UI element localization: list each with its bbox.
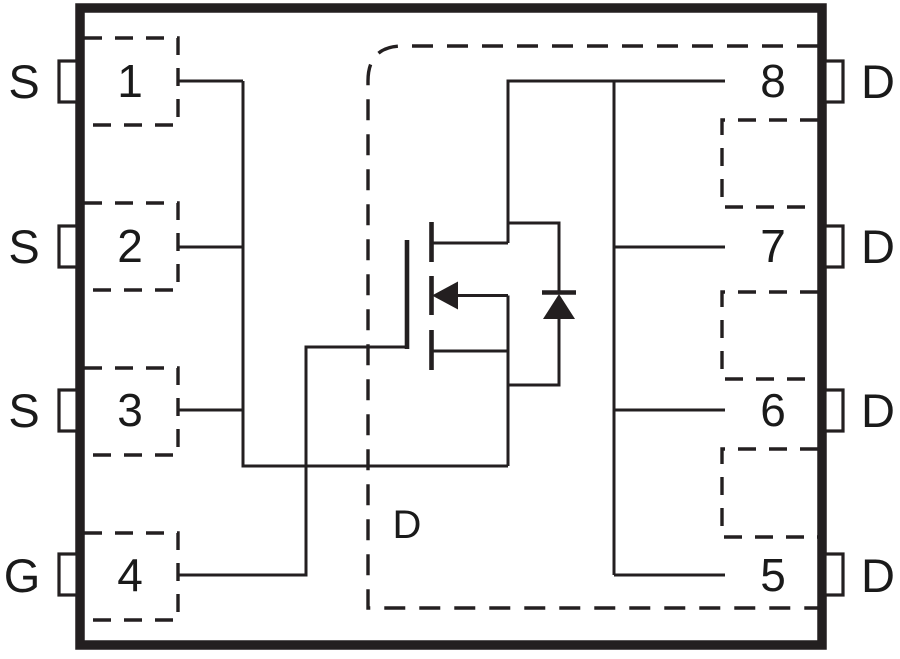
- package-outline: [75, 3, 827, 650]
- source-wires: [178, 79, 508, 468]
- diode-anode-wire: [508, 319, 561, 387]
- pin-5-tab: [823, 552, 845, 597]
- pin-8-terminal-label: D: [861, 55, 895, 108]
- pin-8-number: 8: [760, 55, 786, 107]
- gate-wire: [178, 345, 405, 577]
- drain-region-label: D: [393, 503, 422, 547]
- pin-2-tab: [57, 224, 79, 269]
- right-pin-numbers: 8 7 6 5: [760, 55, 786, 601]
- left-terminal-labels: S S S G: [4, 55, 41, 602]
- drain-wires: [506, 79, 725, 577]
- left-pin-pads: [84, 36, 180, 622]
- right-pad-box-3: [720, 447, 818, 539]
- diode-triangle-icon: [543, 294, 575, 319]
- body-diode: [508, 221, 576, 387]
- pin-6-terminal-label: D: [861, 384, 895, 437]
- pin-1-number: 1: [117, 55, 143, 107]
- pin-2-number: 2: [117, 220, 143, 272]
- source-bus-wire: [241, 81, 508, 468]
- mosfet-symbol: [404, 222, 510, 466]
- pin-7-terminal-label: D: [861, 220, 895, 273]
- pin-5-terminal-label: D: [861, 549, 895, 602]
- pin-6-tab: [823, 388, 845, 433]
- right-pad-box-2: [720, 290, 818, 381]
- pin-4-terminal-label: G: [4, 549, 41, 602]
- pin-7-tab: [823, 224, 845, 269]
- pin-8-tab: [823, 59, 845, 104]
- right-terminal-labels: D D D D: [861, 55, 895, 602]
- pin-7-number: 7: [760, 220, 786, 272]
- right-pin-tabs: [823, 59, 845, 597]
- pin-3-terminal-label: S: [8, 384, 39, 437]
- left-pin-numbers: 1 2 3 4: [117, 55, 143, 601]
- pin-6-number: 6: [760, 384, 786, 436]
- right-pads: [720, 118, 818, 539]
- pin-1-tab: [57, 59, 79, 104]
- drain-region-dashed-outline: [366, 44, 818, 610]
- pin-3-tab: [57, 388, 79, 433]
- body-arrow-icon: [432, 281, 458, 310]
- pin-4-number: 4: [117, 549, 143, 601]
- right-pad-box-1: [720, 118, 818, 209]
- diode-cathode-wire: [508, 221, 561, 292]
- pin-5-number: 5: [760, 549, 786, 601]
- pin-4-tab: [57, 552, 79, 597]
- pin-2-terminal-label: S: [8, 220, 39, 273]
- pin-8-wire: [506, 79, 725, 243]
- pin-1-terminal-label: S: [8, 55, 39, 108]
- pin-3-number: 3: [117, 384, 143, 436]
- left-pin-tabs: [57, 59, 79, 597]
